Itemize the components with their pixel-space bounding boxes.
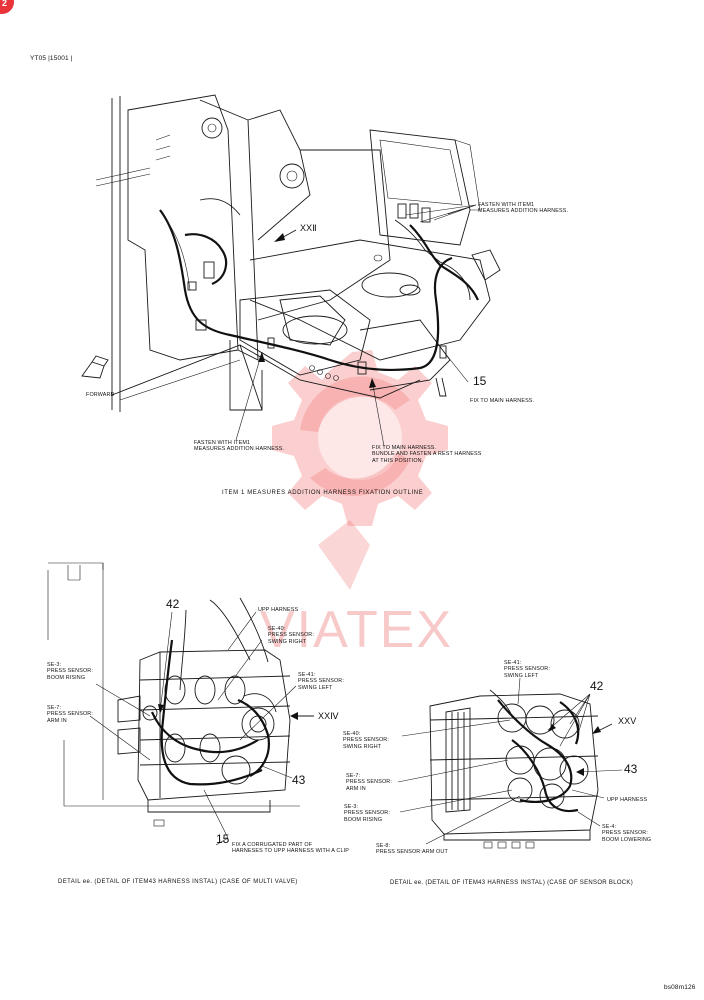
label-se41-right: SE-41: PRESS SENSOR: SWING LEFT	[504, 660, 550, 679]
label-se7-right: SE-7: PRESS SENSOR: ARM IN	[346, 773, 392, 792]
drawing-id: bs08m126	[664, 984, 696, 991]
label-se8-right: SE-8: PRESS SENSOR:ARM OUT	[376, 843, 448, 856]
item-43-left: 43	[292, 773, 306, 787]
label-upp-harness-right: UPP HARNESS	[607, 797, 648, 803]
label-se41-left: SE-41: PRESS SENSOR: SWING LEFT	[298, 672, 344, 691]
label-se3-right: SE-3: PRESS SENSOR: BOOM RISING	[344, 804, 390, 823]
corner-badge-text: 2	[2, 0, 8, 8]
doc-code: YT05 |15001 |	[30, 55, 73, 62]
label-se4-right: SE-4: PRESS SENSOR: BOOM LOWERING	[602, 824, 652, 843]
callout-fasten-lower: FASTEN WITH ITEM1 MEASURES ADDITION HARN…	[194, 440, 285, 453]
left-caption: DETAIL ee. (DETAIL OF ITEM43 HARNESS INS…	[58, 879, 298, 885]
item-42-left: 42	[166, 597, 180, 611]
callout-fix-bundle: FIX TO MAIN HARNESS. BUNDLE AND FASTEN A…	[372, 445, 482, 464]
item-42-right: 42	[590, 679, 604, 693]
label-fix-corrugated: FIX A CORRUGATED PART OF HARNESES TO UPP…	[232, 842, 349, 855]
callout-fix-main-right: FIX TO MAIN HARNESS.	[470, 398, 535, 404]
view-label-xxii: XXⅡ	[300, 223, 317, 233]
callout-fasten-upper: FASTEN WITH ITEM1 MEASURES ADDITION HARN…	[478, 202, 569, 215]
label-upp-harness-left: UPP HARNESS	[258, 607, 299, 613]
label-se40-left: SE-40: PRESS SENSOR: SWING RIGHT	[268, 626, 314, 645]
item-15-callout: 15	[473, 374, 487, 388]
item-43-right: 43	[624, 762, 638, 776]
view-label-xxv: XXV	[618, 716, 637, 726]
item-15-left: 15	[216, 832, 230, 846]
watermark-text: VIATEX	[260, 601, 454, 659]
label-se40-right: SE-40: PRESS SENSOR: SWING RIGHT	[343, 731, 389, 750]
right-caption: DETAIL ee. (DETAIL OF ITEM43 HARNESS INS…	[390, 880, 634, 886]
view-label-xxiv: XXⅣ	[318, 711, 339, 721]
label-se3-left: SE-3: PRESS SENSOR: BOOM RISING	[47, 662, 93, 681]
label-se7-left: SE-7: PRESS SENSOR: ARM IN	[47, 705, 93, 724]
forward-label: FORWARD	[86, 392, 115, 398]
top-caption: ITEM 1 MEASURES ADDITION HARNESS FIXATIO…	[222, 490, 424, 496]
